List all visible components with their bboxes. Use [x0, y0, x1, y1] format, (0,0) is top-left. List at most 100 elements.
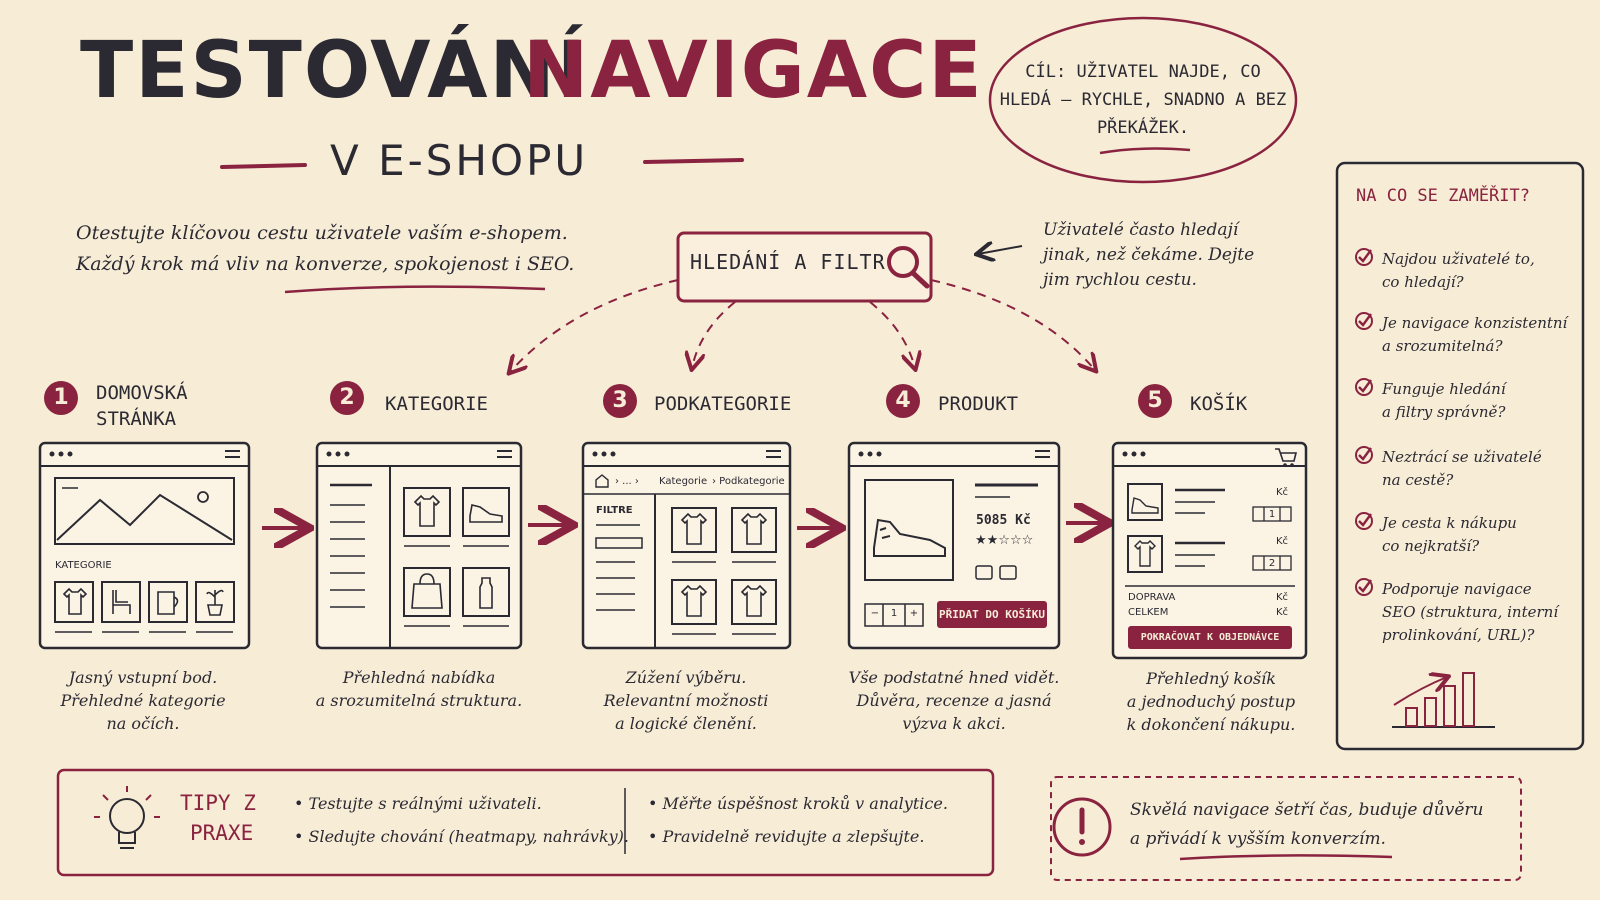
breadcrumb-subcategory[interactable]: › Podkategorie	[712, 476, 785, 487]
intro-underline	[284, 285, 546, 294]
intro-line-1: Otestujte klíčovou cestu uživatele vaším…	[76, 222, 568, 244]
checklist-item-2-line1: Je navigace konzistentní	[1382, 314, 1568, 332]
step-3-desc-line1: Zúžení výběru.	[625, 668, 747, 687]
closing-quote-line1: Skvělá navigace šetří čas, buduje důvěru	[1130, 800, 1484, 820]
tip-2: • Sledujte chování (heatmapy, nahrávky).	[294, 827, 630, 846]
tip-3: • Měřte úspěšnost kroků v analytice.	[648, 794, 948, 813]
step-2-desc-line1: Přehledná nabídka	[342, 668, 496, 687]
cart-item-2-price: Kč	[1276, 536, 1289, 547]
tshirt-icon	[680, 584, 708, 617]
product-price: 5085 Kč	[976, 513, 1031, 528]
search-box-frame	[676, 231, 933, 303]
mug-icon	[157, 591, 179, 615]
home-icon	[595, 474, 609, 488]
check-circle-icon	[1355, 578, 1373, 596]
tshirt-icon	[1134, 540, 1156, 567]
qty-minus-button[interactable]: −	[870, 608, 880, 619]
bag-icon	[411, 573, 443, 609]
tshirt-icon	[680, 512, 708, 545]
plant-icon	[206, 589, 224, 616]
exclamation-icon	[1052, 797, 1112, 857]
checklist-item-5: Je cesta k nákupu co nejkratší?	[1382, 512, 1572, 558]
checklist-item-1-line2: co hledají?	[1382, 273, 1464, 291]
checklist-item-3-line1: Funguje hledání	[1382, 380, 1506, 398]
tshirt-icon	[62, 587, 88, 615]
step-4-label: PRODUKT	[938, 393, 1019, 415]
check-circle-icon	[1355, 248, 1373, 266]
step-4-description: Vše podstatné hned vidět. Důvěra, recenz…	[839, 666, 1069, 735]
intro-text: Otestujte klíčovou cestu uživatele vaším…	[76, 218, 636, 280]
checklist-panel-frame	[1335, 161, 1585, 751]
step-3-desc-line3: a logické členění.	[615, 714, 757, 733]
search-filter-label[interactable]: HLEDÁNÍ A FILTR	[690, 250, 886, 274]
checklist-item-6-line1: Podporuje navigace	[1382, 580, 1532, 598]
tips-box-frame	[56, 768, 995, 877]
step-5-number: 5	[1138, 384, 1172, 418]
step-3-label: PODKATEGORIE	[654, 393, 792, 415]
qty-value[interactable]: 1	[890, 608, 898, 619]
add-to-cart-button[interactable]: PŘIDAT DO KOŠÍKU	[937, 601, 1047, 628]
check-circle-icon	[1355, 312, 1373, 330]
quote-box-frame	[1050, 776, 1522, 881]
step-3-description: Zúžení výběru. Relevantní možnosti a log…	[571, 666, 801, 735]
closing-quote: Skvělá navigace šetří čas, buduje důvěru…	[1130, 796, 1490, 854]
step-5-label: KOŠÍK	[1190, 393, 1248, 415]
step-1-desc-line1: Jasný vstupní bod.	[68, 668, 218, 687]
step-4-desc-line1: Vše podstatné hned vidět.	[848, 668, 1060, 687]
step-4-desc-line3: výzva k akci.	[902, 714, 1006, 733]
cart-shipping-value: Kč	[1276, 592, 1289, 603]
step-5-desc-line1: Přehledný košík	[1146, 669, 1276, 688]
step-1-label-line1: DOMOVSKÁ	[96, 382, 188, 404]
step-3-desc-line2: Relevantní možnosti	[603, 691, 769, 710]
subtitle-dash-right	[643, 158, 744, 164]
step-3-number: 3	[603, 384, 637, 418]
tshirt-icon	[740, 512, 768, 545]
mockup-cart	[1111, 441, 1308, 660]
checklist-item-6-line3: prolinkování, URL)?	[1382, 626, 1535, 644]
closing-quote-line2: a přivádí k vyšším konverzím.	[1130, 829, 1386, 849]
checklist-item-4: Neztrácí se uživatelé na cestě?	[1382, 446, 1572, 492]
bottle-icon	[479, 577, 493, 609]
cart-item-2-qty[interactable]: 2	[1268, 558, 1276, 569]
checklist-item-4-line1: Neztrácí se uživatelé	[1382, 448, 1542, 466]
subtitle-dash-left	[220, 163, 307, 169]
check-circle-icon	[1355, 378, 1373, 396]
step-1-label: DOMOVSKÁ STRÁNKA	[96, 380, 188, 432]
step-4-number: 4	[886, 384, 920, 418]
checklist-title: NA CO SE ZAMĚŘIT?	[1356, 186, 1530, 206]
checklist-item-5-line2: co nejkratší?	[1382, 537, 1480, 555]
checkout-button[interactable]: POKRAČOVAT K OBJEDNÁVCE	[1128, 626, 1292, 649]
goal-statement: CÍL: UŽIVATEL NAJDE, CO HLEDÁ – RYCHLE, …	[999, 62, 1287, 138]
shoe-icon	[1131, 497, 1159, 514]
checklist-item-1-line1: Najdou uživatelé to,	[1382, 250, 1535, 268]
cart-total-value: Kč	[1276, 607, 1289, 618]
tips-title: TIPY Z PRAXE	[180, 788, 256, 848]
step-1-description: Jasný vstupní bod. Přehledné kategorie n…	[28, 666, 258, 735]
step-2-description: Přehledná nabídka a srozumitelná struktu…	[304, 666, 534, 712]
checklist-item-5-line1: Je cesta k nákupu	[1382, 514, 1517, 532]
breadcrumb-home[interactable]: › ... ›	[615, 476, 639, 487]
checklist-item-6: Podporuje navigace SEO (struktura, inter…	[1382, 578, 1572, 647]
shoe-icon	[873, 518, 946, 557]
product-rating-stars: ★★☆☆☆	[975, 533, 1034, 548]
checklist-item-2: Je navigace konzistentní a srozumitelná?	[1382, 312, 1572, 358]
mockup-home	[38, 441, 251, 650]
tip-4: • Pravidelně revidujte a zlepšujte.	[648, 827, 925, 846]
filter-label: FILTRE	[596, 505, 633, 516]
step-1-desc-line2: Přehledné kategorie	[60, 691, 226, 710]
checklist-item-2-line2: a srozumitelná?	[1382, 337, 1503, 355]
page-title-part1: TESTOVÁNÍ	[80, 26, 588, 116]
cart-item-1-qty[interactable]: 1	[1268, 509, 1276, 520]
step-5-desc-line2: a jednoduchý postup	[1126, 692, 1296, 711]
lightbulb-icon	[94, 786, 160, 849]
mockup-category	[315, 441, 523, 650]
step-1-number: 1	[44, 381, 78, 415]
qty-plus-button[interactable]: +	[909, 608, 919, 619]
checklist-item-3-line2: a filtry správně?	[1382, 403, 1506, 421]
tshirt-icon	[413, 494, 441, 527]
cart-icon	[1275, 448, 1298, 462]
check-circle-icon	[1355, 512, 1373, 530]
breadcrumb-category[interactable]: Kategorie	[659, 476, 708, 487]
magnifier-icon	[887, 246, 930, 289]
step-5-description: Přehledný košík a jednoduchý postup k do…	[1096, 667, 1326, 736]
